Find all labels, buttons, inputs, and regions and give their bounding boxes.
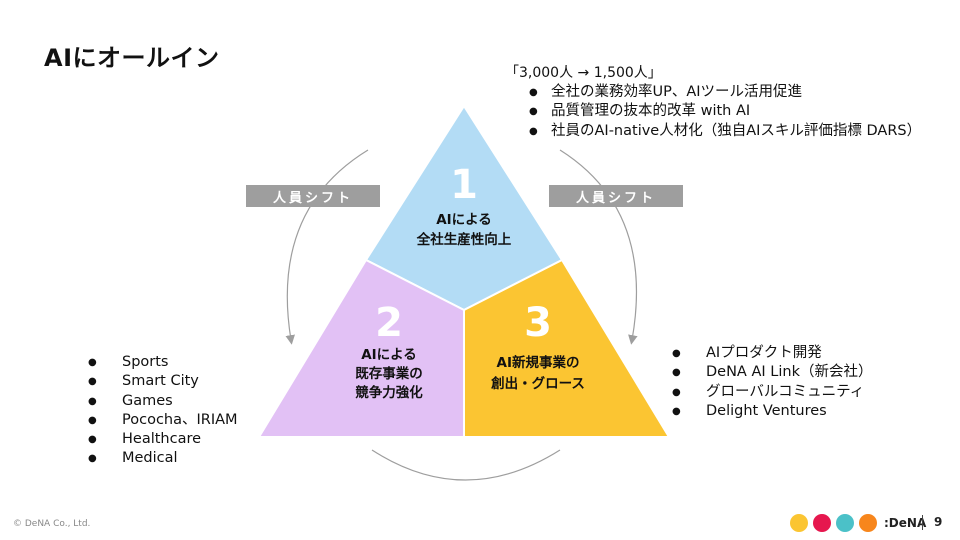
top-note: 「3,000人 → 1,500人」 全社の業務効率UP、AIツール活用促進 品質…: [505, 64, 921, 141]
segment-2-line1: AIによる: [361, 347, 417, 363]
segment-3-line1: AI新規事業の: [497, 354, 580, 371]
list-item: DeNA AI Link（新会社）: [672, 363, 872, 383]
list-item: 全社の業務効率UP、AIツール活用促進: [505, 83, 921, 103]
brand-dot: [813, 514, 831, 532]
list-item: 社員のAI-native人材化（独自AIスキル評価指標 DARS）: [505, 122, 921, 142]
page-number: 9: [934, 515, 943, 529]
top-note-lead: 「3,000人 → 1,500人」: [505, 65, 662, 81]
copyright: © DeNA Co., Ltd.: [13, 519, 91, 529]
brand-dot: [836, 514, 854, 532]
list-item: Games: [88, 392, 238, 412]
page-title: AIにオールイン: [44, 44, 220, 72]
right-list: AIプロダクト開発 DeNA AI Link（新会社） グローバルコミュニティ …: [672, 344, 872, 421]
left-list: Sports Smart City Games Pococha、IRIAM He…: [88, 353, 238, 469]
top-note-list: 全社の業務効率UP、AIツール活用促進 品質管理の抜本的改革 with AI 社…: [505, 83, 921, 141]
segment-3-line2: 創出・グロース: [490, 375, 585, 392]
segment-2-line3: 競争力強化: [355, 384, 423, 401]
shift-label-left: 人員シフト: [246, 185, 380, 207]
list-item: Pococha、IRIAM: [88, 411, 238, 431]
list-item: Medical: [88, 449, 238, 469]
segment-1-line1: AIによる: [436, 212, 492, 228]
brand-dot: [790, 514, 808, 532]
brand-dot: [859, 514, 877, 532]
segment-2-number: 2: [375, 300, 403, 346]
segment-1-number: 1: [450, 162, 478, 208]
segment-1-line2: 全社生産性向上: [416, 231, 512, 248]
cycle-arc-left: [285, 149, 369, 345]
shift-label-right: 人員シフト: [549, 185, 683, 207]
list-item: AIプロダクト開発: [672, 344, 872, 364]
list-item: Healthcare: [88, 430, 238, 450]
list-item: 品質管理の抜本的改革 with AI: [505, 102, 921, 122]
list-item: Delight Ventures: [672, 402, 872, 422]
cycle-arc-right: [559, 149, 638, 345]
brand-logo: :DeNA: [884, 516, 927, 530]
list-item: Sports: [88, 353, 238, 373]
list-item: グローバルコミュニティ: [672, 383, 872, 403]
segment-3: [463, 258, 671, 438]
brand-dots: [790, 514, 877, 532]
segment-2-line2: 既存事業の: [355, 365, 423, 382]
segment-3-number: 3: [524, 300, 552, 346]
cycle-arc-bottom: [371, 449, 561, 481]
list-item: Smart City: [88, 372, 238, 392]
footer-divider: [922, 515, 923, 530]
